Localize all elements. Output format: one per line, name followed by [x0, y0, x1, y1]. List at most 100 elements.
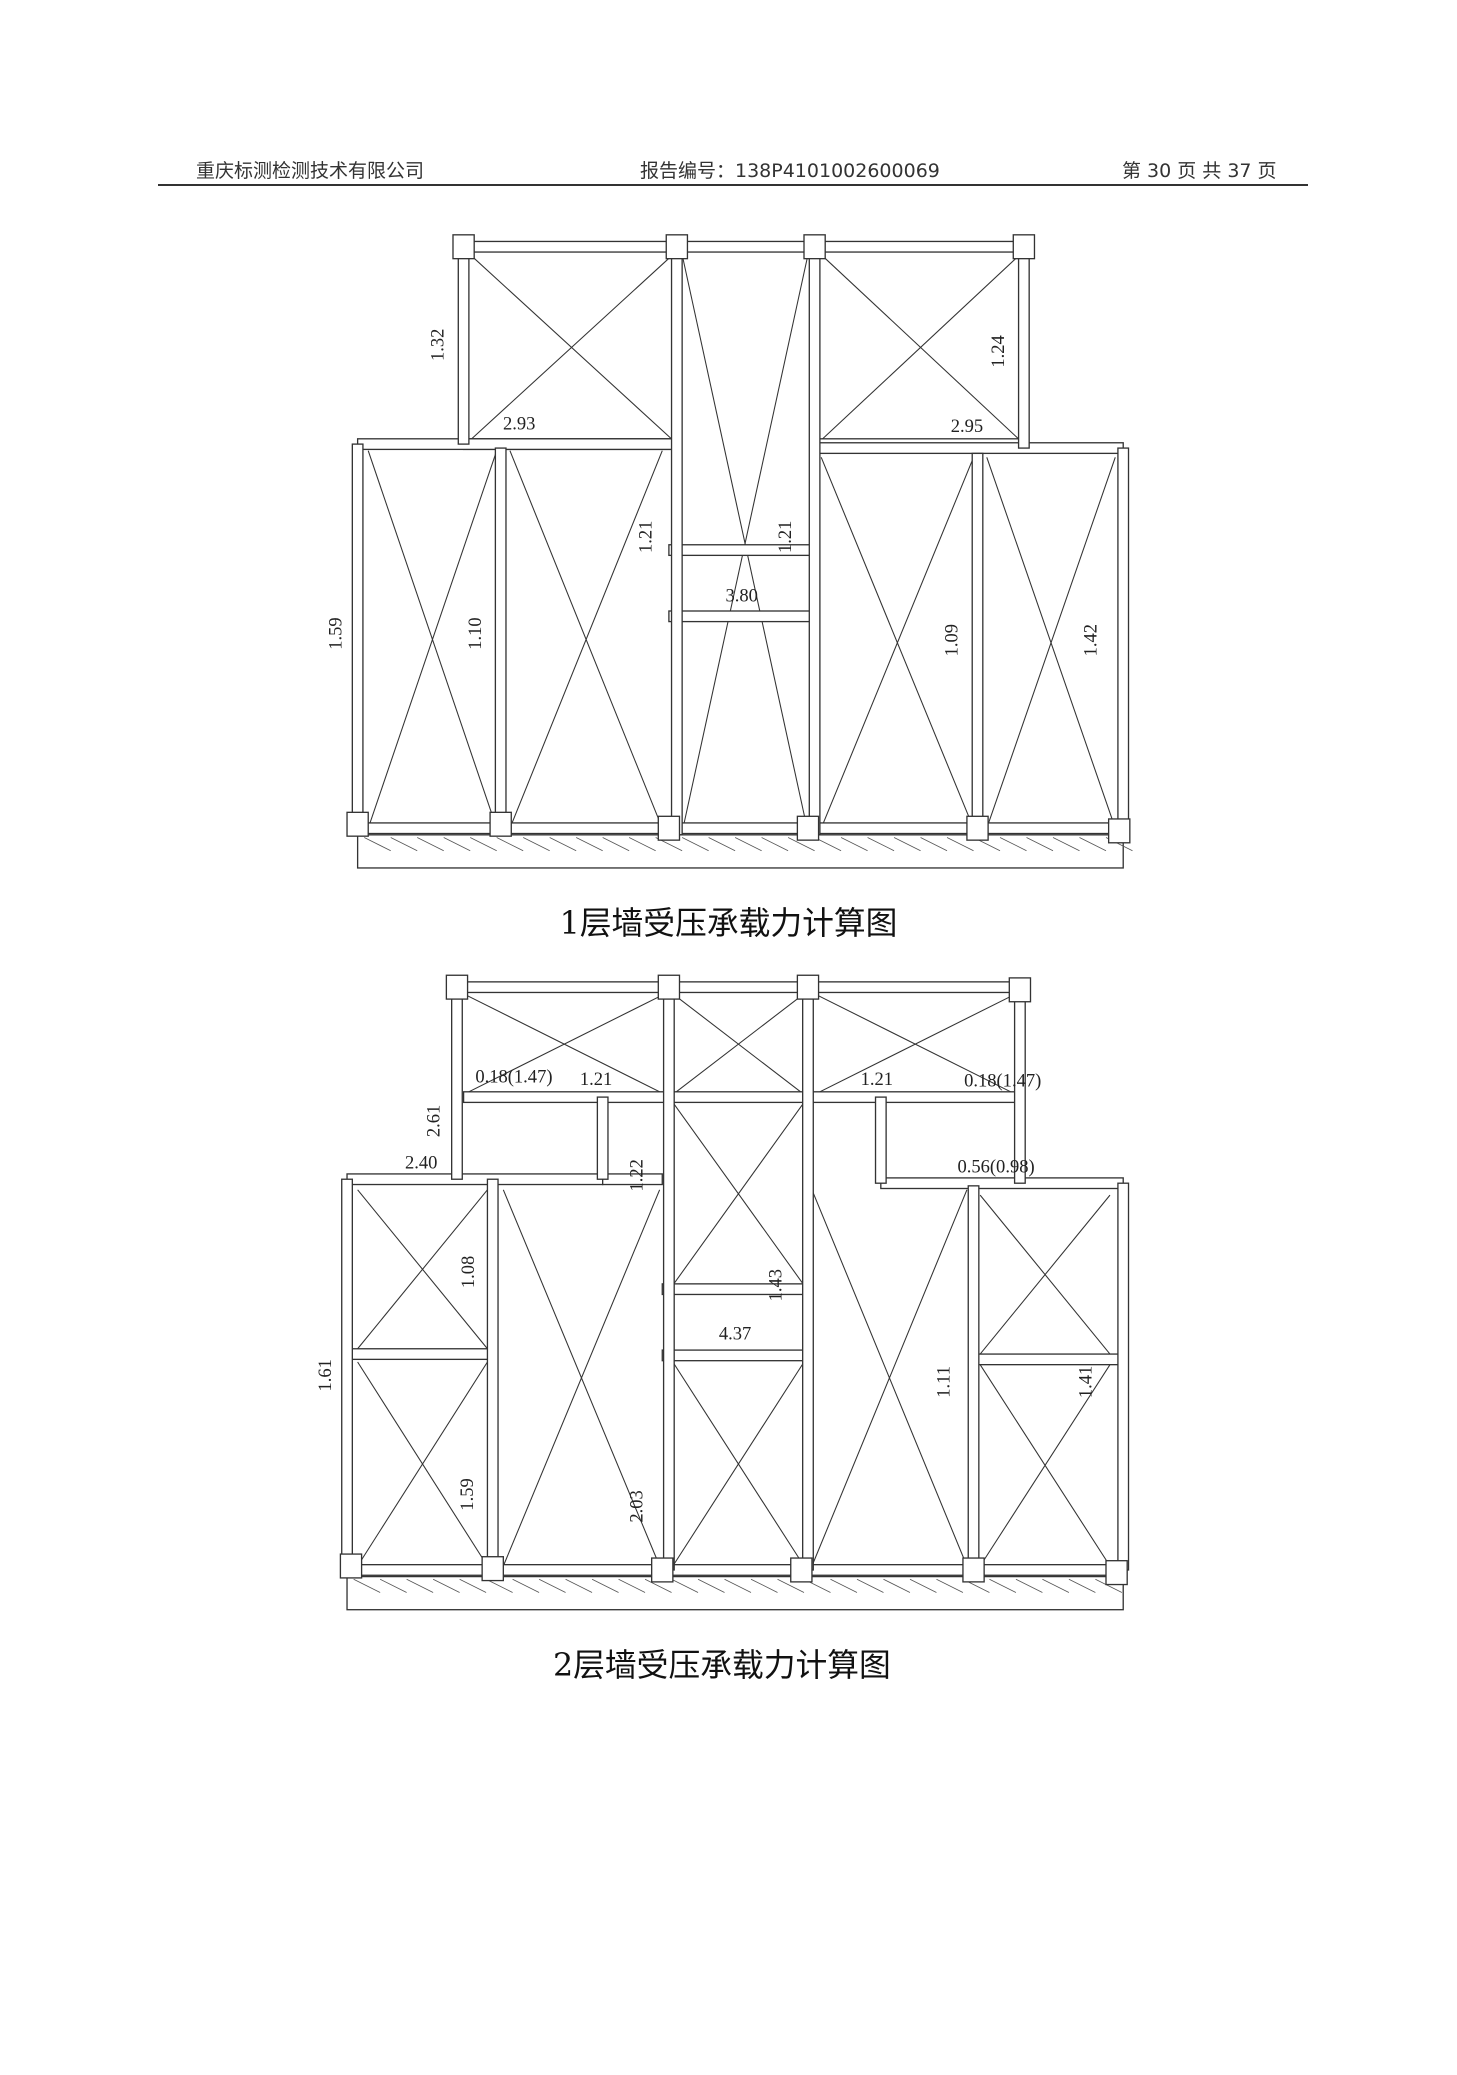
capacity-label: 1.21 — [861, 1069, 893, 1090]
capacity-label: 2.40 — [405, 1153, 437, 1174]
capacity-label: 0.18(1.47) — [964, 1071, 1041, 1092]
hatch — [840, 837, 868, 852]
wall — [662, 986, 675, 1571]
wall — [356, 438, 678, 451]
hatch — [538, 1578, 566, 1593]
column — [452, 234, 475, 260]
capacity-label: 2.61 — [424, 1105, 445, 1137]
room-diagonal — [979, 1364, 1111, 1567]
wall — [457, 246, 470, 445]
hatch — [432, 1578, 460, 1593]
column — [651, 1557, 674, 1583]
column — [966, 815, 989, 841]
foundation-strip — [346, 1575, 1124, 1611]
hatch — [867, 837, 895, 852]
wall — [346, 1564, 1124, 1576]
hatch — [1052, 837, 1080, 852]
wall — [967, 1185, 980, 1571]
hatch — [523, 837, 550, 852]
hatch — [671, 1578, 699, 1593]
column — [481, 1556, 504, 1582]
hatch — [1095, 1578, 1123, 1593]
hatch — [724, 1578, 752, 1593]
capacity-label: 1.10 — [465, 617, 486, 649]
hatch — [485, 1578, 513, 1593]
room-diagonal — [463, 993, 666, 1095]
capacity-label: 3.80 — [726, 586, 758, 607]
wall — [972, 1353, 1124, 1366]
hatch — [549, 837, 577, 852]
column — [445, 974, 469, 1000]
wall — [808, 246, 821, 836]
hatch — [406, 1578, 434, 1593]
column — [1008, 977, 1032, 1003]
hatch — [1042, 1578, 1070, 1593]
header-divider — [158, 184, 1308, 186]
column — [657, 815, 681, 841]
hatch — [883, 1578, 911, 1593]
hatch — [364, 837, 391, 852]
capacity-label: 1.11 — [934, 1366, 955, 1398]
capacity-label: 2.93 — [503, 414, 535, 435]
capacity-label: 1.32 — [428, 329, 449, 361]
wall — [1017, 246, 1030, 449]
capacity-label: 1.08 — [458, 1256, 479, 1288]
room-diagonal — [357, 1189, 488, 1350]
plan-1-title: 1层墙受压承载力计算图 — [560, 906, 898, 942]
hatch — [512, 1578, 540, 1593]
column — [489, 811, 512, 837]
room-diagonal — [672, 993, 805, 1095]
capacity-label: 1.24 — [988, 335, 1009, 367]
capacity-label: 1.21 — [580, 1069, 612, 1090]
column — [803, 234, 826, 260]
hatch — [390, 837, 418, 852]
column — [962, 1557, 985, 1583]
room-diagonal — [681, 254, 809, 833]
column — [346, 811, 369, 837]
column — [790, 1557, 813, 1583]
header-report-number: 报告编号：138P4101002600069 — [640, 160, 940, 182]
hatch — [470, 837, 497, 852]
hatch — [1026, 837, 1054, 852]
room-diagonal — [820, 254, 1021, 441]
capacity-label: 1.59 — [326, 617, 347, 649]
hatch — [999, 837, 1027, 852]
hatch — [1068, 1578, 1096, 1593]
room-diagonal — [820, 457, 975, 829]
wall — [880, 1177, 1124, 1190]
capacity-label: 1.42 — [1081, 624, 1102, 656]
hatch — [1015, 1578, 1043, 1593]
wall — [874, 1096, 887, 1184]
room-diagonal — [814, 993, 1017, 1095]
hatch — [618, 1578, 646, 1593]
hatch — [417, 837, 444, 852]
column — [1105, 1560, 1128, 1586]
wall — [462, 1091, 1021, 1104]
hatch — [750, 1578, 778, 1593]
room-diagonal — [672, 1102, 805, 1286]
column — [796, 815, 820, 841]
hatch — [989, 1578, 1017, 1593]
capacity-label: 1.59 — [457, 1478, 478, 1510]
hatch — [830, 1578, 858, 1593]
hatch — [353, 1578, 381, 1593]
wall — [456, 981, 1021, 994]
column — [339, 1553, 363, 1579]
capacity-label: 1.09 — [942, 624, 963, 656]
hatch — [565, 1578, 593, 1593]
hatch — [856, 1578, 884, 1593]
column — [665, 234, 689, 260]
room-diagonal — [672, 1361, 805, 1567]
capacity-label: 0.18(1.47) — [475, 1067, 552, 1088]
capacity-label: 1.61 — [315, 1359, 336, 1391]
hatch — [443, 837, 471, 852]
wall — [486, 1178, 499, 1571]
hatch — [909, 1578, 937, 1593]
capacity-label: 2.95 — [951, 416, 983, 437]
wall — [596, 1096, 609, 1180]
wall — [494, 447, 507, 836]
hatch — [761, 837, 789, 852]
column — [796, 974, 820, 1000]
